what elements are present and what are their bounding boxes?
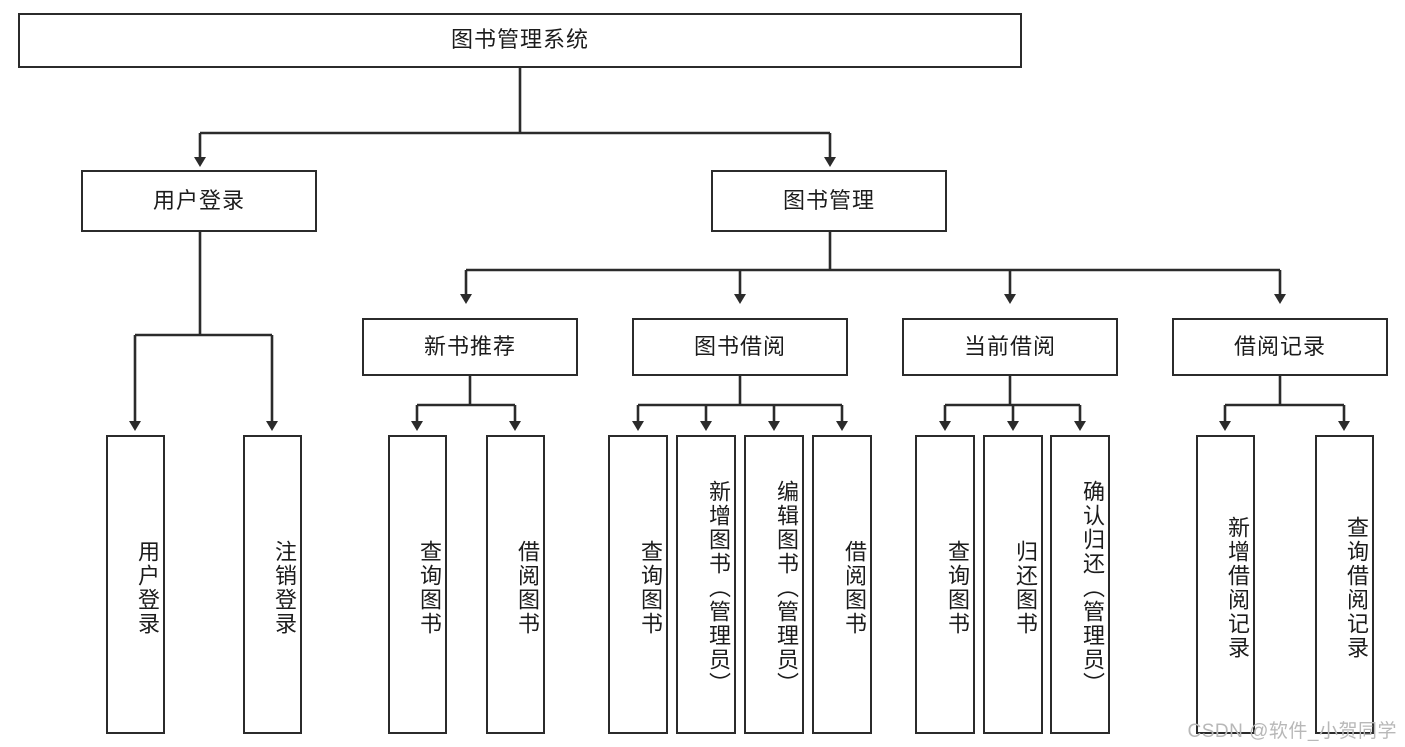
node-borrow-record[interactable]: 借阅记录 [1172,318,1388,376]
node-label: 新书推荐 [423,333,516,359]
node-label: 新增图书（管理员） [706,479,731,696]
node-label: 图书管理 [782,187,875,213]
node-label: 当前借阅 [963,333,1056,359]
node-label: 用户登录 [152,187,245,213]
node-current-borrow[interactable]: 当前借阅 [902,318,1118,376]
node-book-borrow[interactable]: 图书借阅 [632,318,848,376]
watermark-text: CSDN @软件_小贺同学 [1187,721,1397,742]
leaf-current-query-book[interactable]: 查询图书 [915,435,975,734]
leaf-current-confirm-return-admin[interactable]: 确认归还（管理员） [1050,435,1110,734]
node-label: 查询借阅记录 [1344,515,1369,660]
node-label: 查询图书 [945,539,970,636]
leaf-record-query-record[interactable]: 查询借阅记录 [1315,435,1374,734]
leaf-user-login-logout[interactable]: 注销登录 [243,435,302,734]
leaf-user-login-login[interactable]: 用户登录 [106,435,165,734]
node-label: 新增借阅记录 [1225,515,1250,660]
node-label: 图书借阅 [693,333,786,359]
node-label: 用户登录 [135,539,160,636]
node-label: 确认归还（管理员） [1080,479,1105,696]
node-label: 注销登录 [272,539,297,636]
node-label: 借阅记录 [1233,333,1326,359]
node-label: 借阅图书 [842,539,867,636]
leaf-recommend-query-book[interactable]: 查询图书 [388,435,447,734]
node-label: 查询图书 [638,539,663,636]
node-label: 查询图书 [417,539,442,636]
node-label: 编辑图书（管理员） [774,479,799,696]
leaf-borrow-edit-book-admin[interactable]: 编辑图书（管理员） [744,435,804,734]
node-root-system[interactable]: 图书管理系统 [18,13,1022,68]
leaf-recommend-borrow-book[interactable]: 借阅图书 [486,435,545,734]
leaf-borrow-borrow-book[interactable]: 借阅图书 [812,435,872,734]
node-label: 归还图书 [1013,539,1038,636]
leaf-borrow-add-book-admin[interactable]: 新增图书（管理员） [676,435,736,734]
node-label: 借阅图书 [515,539,540,636]
leaf-current-return-book[interactable]: 归还图书 [983,435,1043,734]
node-book-management[interactable]: 图书管理 [711,170,947,232]
node-new-book-recommend[interactable]: 新书推荐 [362,318,578,376]
node-user-login[interactable]: 用户登录 [81,170,317,232]
leaf-borrow-query-book[interactable]: 查询图书 [608,435,668,734]
node-label: 图书管理系统 [450,27,589,53]
leaf-record-add-record[interactable]: 新增借阅记录 [1196,435,1255,734]
